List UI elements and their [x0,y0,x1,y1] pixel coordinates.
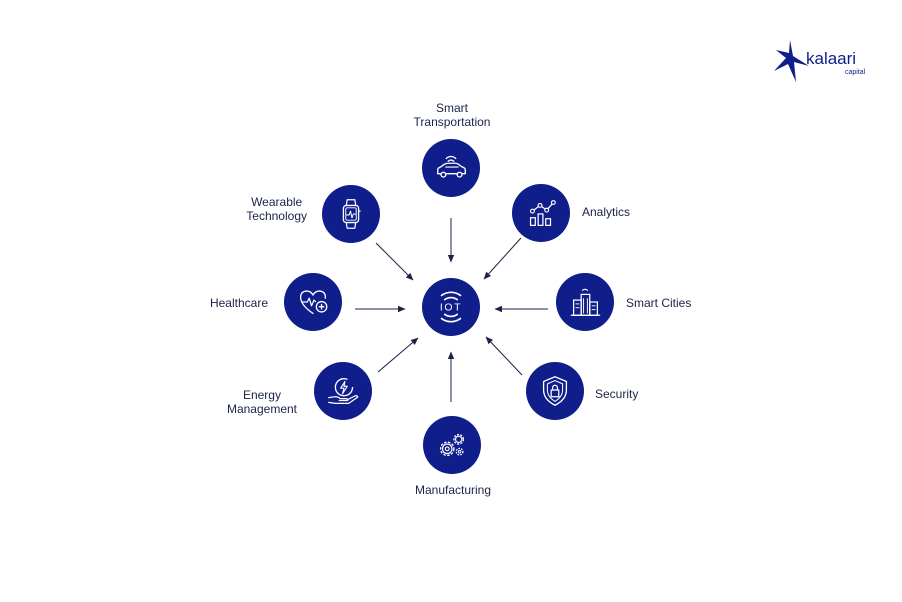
logo-subtitle: capital [845,69,866,76]
gears-icon [439,433,465,457]
energy-hand-icon [328,377,359,404]
smart-transportation-node [422,139,480,197]
healthcare-node [284,273,342,331]
shield-lock-icon [542,376,568,406]
iot-signal-icon: IOT [440,291,462,323]
smart-cities-node [556,273,614,331]
heart-plus-icon [299,290,328,315]
arrow-analytics [483,237,522,280]
energy-management-label-line2: Management [226,402,297,416]
energy-management-node [314,362,372,420]
arrow-wearable-technology [375,242,414,281]
smart-transportation-label-line2: Transportation [413,115,491,129]
healthcare-label: Healthcare [210,296,268,310]
analytics-node [512,184,570,242]
smart-cities-label-line1: Smart Cities [626,296,692,310]
city-buildings-icon [570,288,601,316]
iot-hub-node: IOT [422,278,480,336]
kalaari-star-icon [774,40,809,82]
smart-transportation-label-line1: Smart [435,101,468,115]
security-label-line1: Security [595,387,639,401]
analytics-label-line1: Analytics [582,205,631,219]
smart-transportation-label: Smart Transportation [414,101,491,129]
wearable-technology-label-line1: Wearable [251,195,303,209]
arrow-energy-management [377,337,419,373]
energy-management-label: Energy Management [227,388,297,416]
iot-text: IOT [440,302,462,314]
manufacturing-label: Manufacturing [415,483,491,497]
car-wifi-icon [437,155,466,178]
analytics-label: Analytics [582,205,630,219]
arrow-security [485,336,523,376]
manufacturing-label-line1: Manufacturing [414,483,492,497]
logo-word: kalaari [806,49,857,68]
bar-chart-icon [529,200,556,226]
smart-cities-label: Smart Cities [626,296,691,310]
security-node [526,362,584,420]
kalaari-capital-logo: kalaari capital [773,38,869,84]
wearable-technology-label-line2: Technology [246,209,307,223]
wearable-technology-node [322,185,380,243]
security-label: Security [595,387,638,401]
smartwatch-icon [342,199,361,229]
manufacturing-node [423,416,481,474]
healthcare-label-line1: Healthcare [209,296,268,310]
energy-management-label-line1: Energy [242,388,281,402]
wearable-technology-label: Wearable Technology [246,195,307,223]
